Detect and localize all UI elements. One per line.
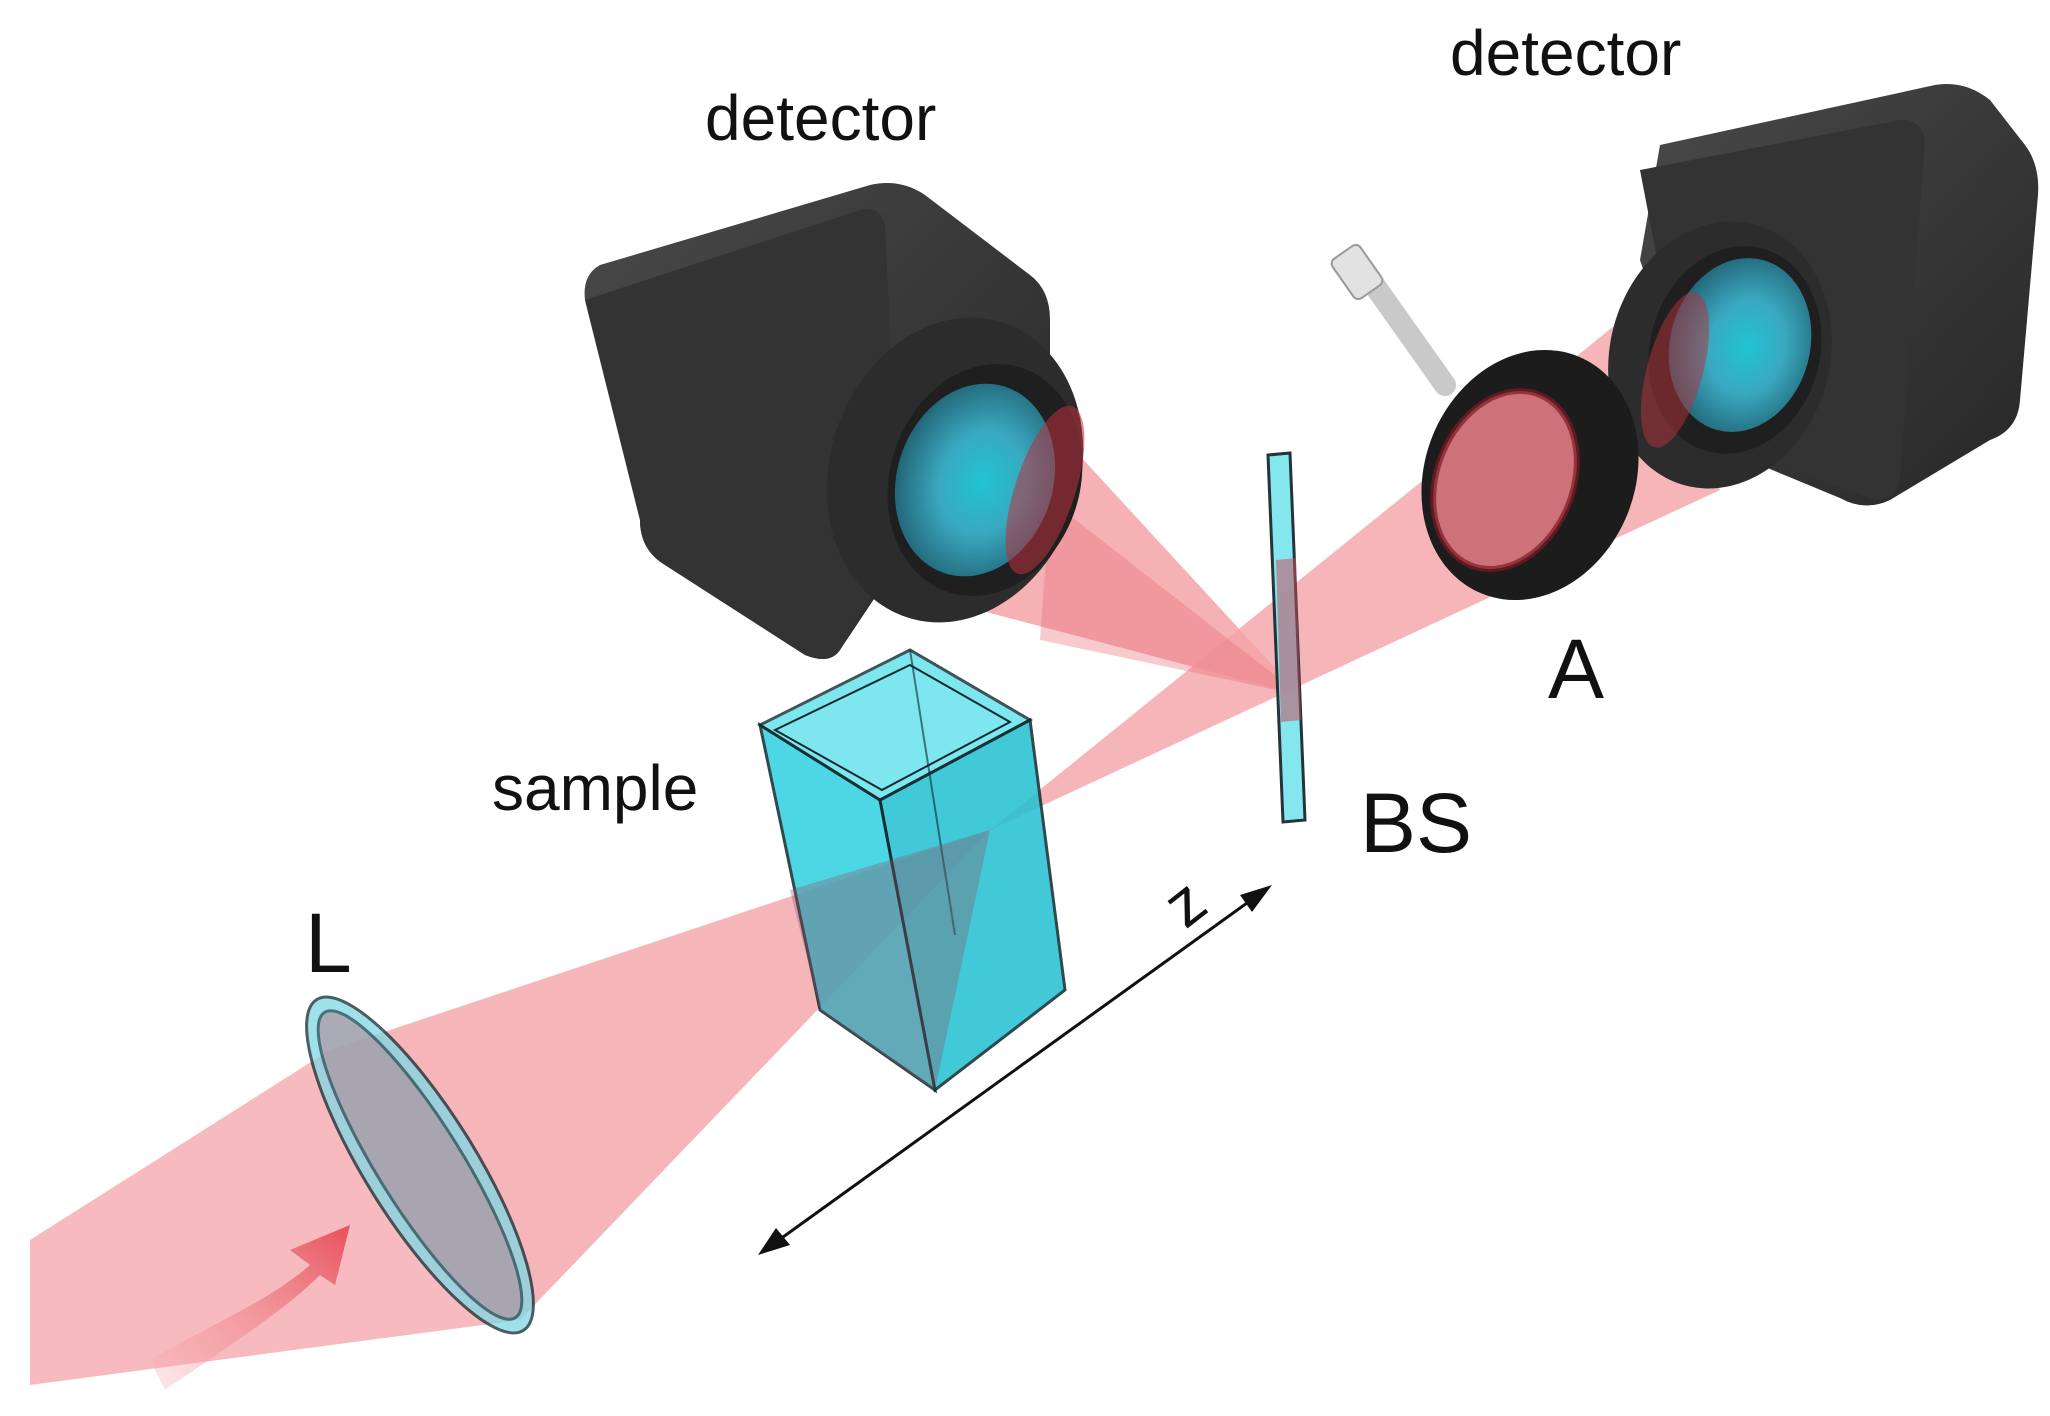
label-detector-left: detector [705,82,936,154]
focusing-lens [305,995,535,1335]
label-lens: L [305,896,352,990]
analyzer-ring-rim [1430,387,1580,573]
reflected-beam-dense [1040,500,1300,695]
label-detector-right: detector [1450,17,1681,89]
detector-left [584,182,1085,660]
analyzer-ring-inner [1433,390,1577,570]
cuvette-top-inner [772,663,1013,792]
z-axis-arrow [758,885,1272,1255]
arrow-head-top [1240,885,1272,912]
label-sample: sample [492,752,698,824]
label-beam-splitter: BS [1360,776,1472,870]
beam-splitter-overlap [1276,558,1301,722]
detector-right [1608,84,2039,506]
incoming-arrow-icon [150,1225,350,1390]
camera-lens-red-left [1005,405,1085,575]
label-analyzer: A [1548,622,1604,716]
analyzer [1330,243,1639,601]
cuvette-beam-section [790,830,990,1090]
beam-splitter [1266,451,1307,824]
lens-inner [316,1009,524,1321]
cuvette-back-edge [909,649,956,936]
camera-lens-red-right [1640,292,1710,448]
camera-face-left [585,209,900,659]
sample-cuvette [756,648,1067,1094]
double-arrow-icon [764,888,1266,1252]
cuvette-top-face [756,648,1034,802]
incoming-beam [30,1050,520,1385]
analyzer-handle-tip [1330,243,1384,301]
arrow-head-bottom [758,1228,790,1255]
